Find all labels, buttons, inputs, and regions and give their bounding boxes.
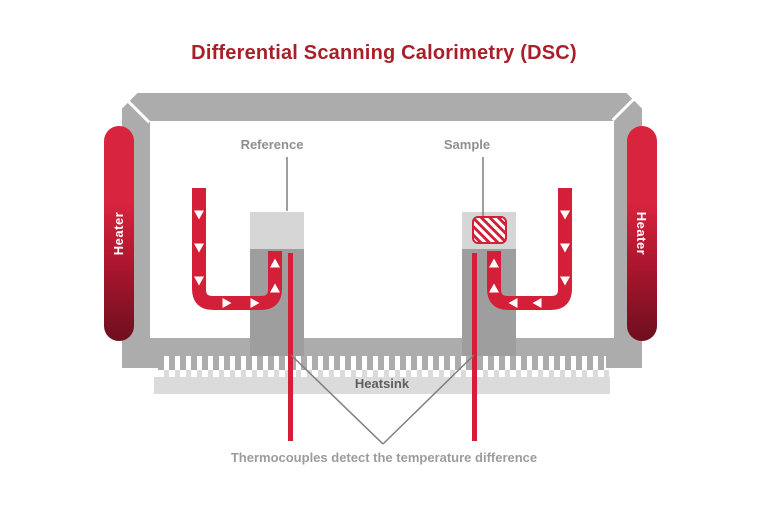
thermocouple-caption: Thermocouples detect the temperature dif… bbox=[230, 450, 538, 465]
flow-arrow-down-icon bbox=[560, 210, 570, 220]
flow-arrow-down-icon bbox=[194, 276, 204, 286]
chamber-floor bbox=[122, 338, 642, 356]
sample-material bbox=[472, 216, 507, 244]
flow-arrow-down-icon bbox=[194, 210, 204, 220]
heatsink-fin-tips bbox=[154, 370, 610, 377]
reference-pan bbox=[250, 212, 304, 249]
chamber-right-foot bbox=[606, 338, 642, 368]
chamber-left-foot bbox=[122, 338, 158, 368]
reference-label: Reference bbox=[240, 137, 304, 152]
sample-label: Sample bbox=[443, 137, 491, 152]
heatsink-fins bbox=[158, 356, 606, 370]
flow-arrow-down-icon bbox=[194, 243, 204, 253]
right-heater-label: Heater bbox=[634, 211, 650, 256]
flow-arrow-left-icon bbox=[532, 298, 542, 308]
flow-arrow-right-icon bbox=[222, 298, 232, 308]
diagram-title: Differential Scanning Calorimetry (DSC) bbox=[191, 42, 577, 64]
flow-arrow-down-icon bbox=[560, 276, 570, 286]
reference-pedestal bbox=[250, 249, 304, 356]
left-heater-label: Heater bbox=[111, 211, 127, 256]
sample-pedestal bbox=[462, 249, 516, 356]
right-heater: Heater bbox=[627, 126, 657, 341]
chamber-top-wall bbox=[122, 93, 642, 121]
flow-arrow-down-icon bbox=[560, 243, 570, 253]
left-heater: Heater bbox=[104, 126, 134, 341]
